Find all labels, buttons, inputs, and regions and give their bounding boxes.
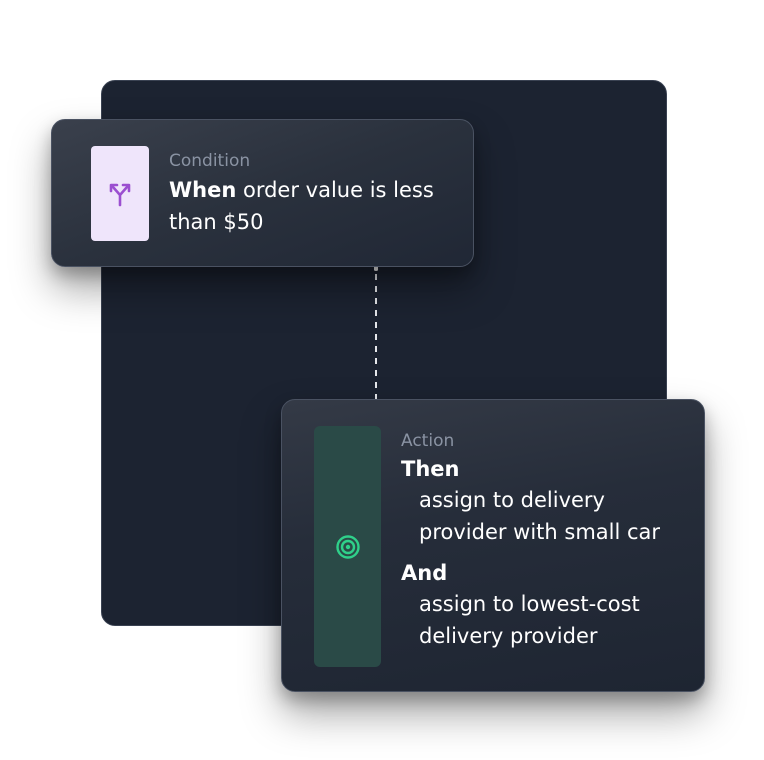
target-icon [335,534,360,559]
condition-text: When order value is less than $50 [169,174,449,238]
split-arrow-icon [109,183,131,206]
then-description: assign to delivery provider with small c… [419,488,661,544]
action-label: Action [401,431,455,451]
connector-line [374,266,378,400]
condition-content: Condition When order value is less than … [169,148,449,238]
then-keyword: Then [401,457,460,481]
action-content: Action Then assign to delivery provider … [401,428,691,652]
action-icon-tile [314,426,381,667]
and-description: assign to lowest-cost delivery provider [419,592,640,648]
when-keyword: When [169,178,237,202]
action-card[interactable]: Action Then assign to delivery provider … [281,399,705,692]
condition-icon-tile [91,146,149,241]
condition-description: order value is less than $50 [169,178,434,234]
condition-card[interactable]: Condition When order value is less than … [51,119,474,267]
and-keyword: And [401,561,448,585]
condition-label: Condition [169,151,251,171]
